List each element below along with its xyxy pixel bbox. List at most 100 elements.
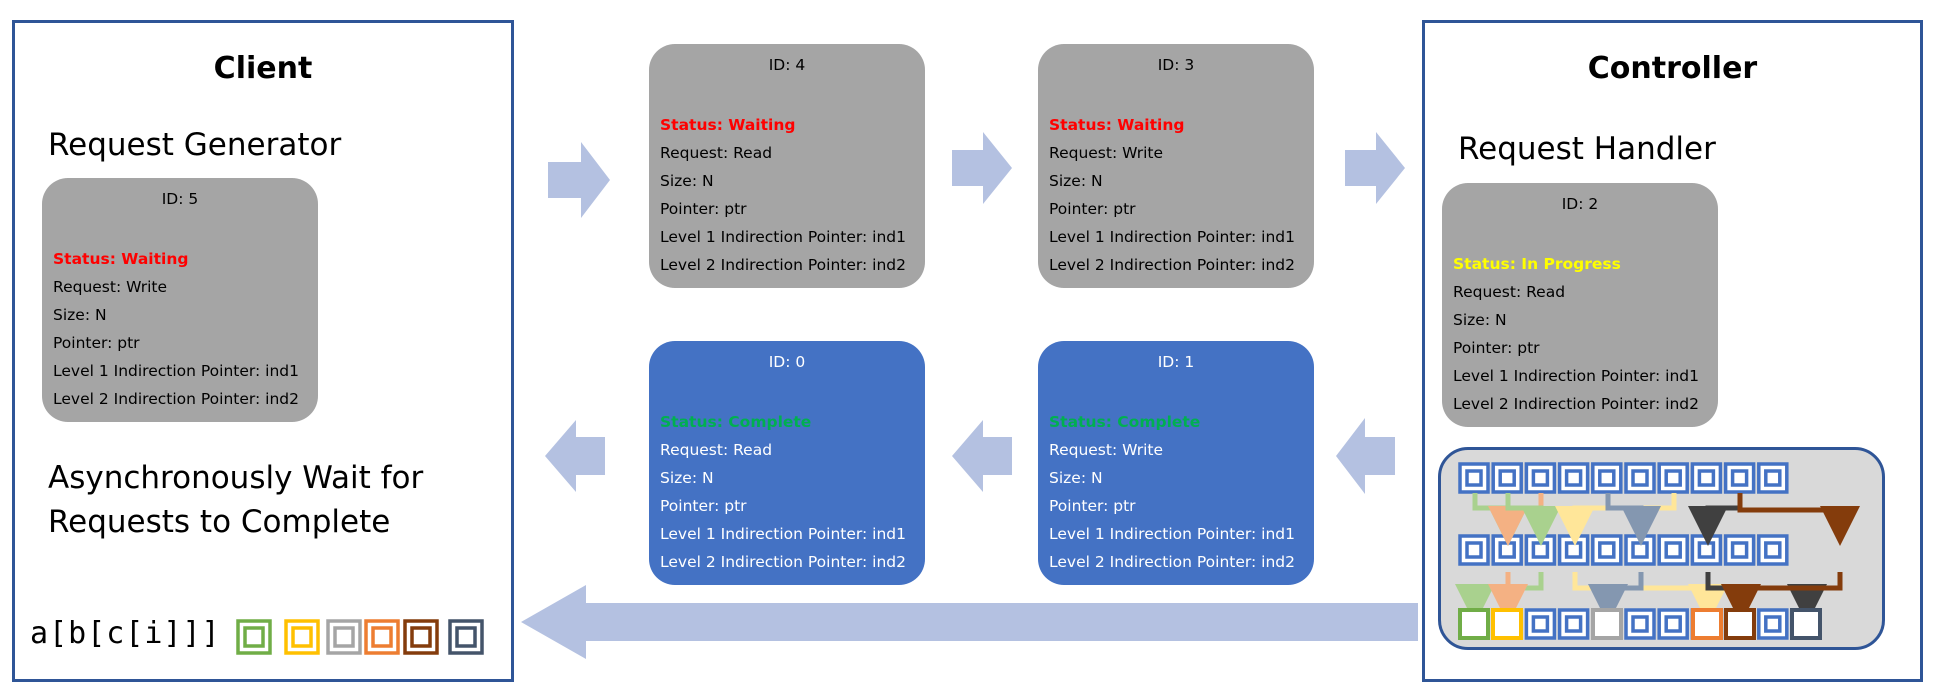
memory-cell-inner [1664,615,1682,633]
request-id: ID: 0 [768,353,806,371]
request-status: Status: Waiting [1049,116,1185,134]
memory-cell-inner [1730,469,1749,487]
request-id: ID: 2 [1561,195,1599,213]
memory-cell-inner [1697,541,1716,559]
request-level2-pointer: Level 2 Indirection Pointer: ind2 [1049,256,1295,274]
request-id: ID: 3 [1157,56,1195,74]
memory-cell [1557,608,1590,640]
pointer-box-slate [448,619,484,655]
pointer-box-gray [326,619,362,655]
arrow-left-3 [545,420,605,492]
request-pointer: Pointer: ptr [1049,497,1136,515]
request-level1-pointer: Level 1 Indirection Pointer: ind1 [1049,525,1295,543]
request-status: Status: Waiting [53,250,189,268]
arrow-right-3 [1345,132,1405,204]
link-green-1b [1505,493,1561,546]
memory-cell [1458,462,1490,494]
memory-cell-inner [1631,615,1649,633]
memory-cell-inner [1697,469,1716,487]
request-generator-label: Request Generator [48,127,342,163]
memory-cell-inner [1664,469,1682,487]
memory-cell-inner [1598,469,1616,487]
request-status: Status: Complete [660,413,812,431]
request-pointer: Pointer: ptr [1453,339,1540,357]
request-pointer: Pointer: ptr [53,334,140,352]
request-handler-label: Request Handler [1458,131,1716,167]
target-cell-slate [1790,608,1822,640]
request-level2-pointer: Level 2 Indirection Pointer: ind2 [1049,553,1295,571]
memory-cell-inner [1498,469,1516,487]
target-cell-gray [1591,608,1623,640]
request-level1-pointer: Level 1 Indirection Pointer: ind1 [660,228,906,246]
request-size: Size: N [1453,311,1507,329]
request-type: Request: Read [1453,283,1566,301]
memory-cell-inner [1531,469,1550,487]
link-dark-1 [1688,493,1743,546]
target-cell-brown [1724,608,1756,640]
memory-cell-inner [1498,541,1516,559]
memory-cell-inner [1631,541,1649,559]
link-gray-2 [1588,572,1644,624]
request-pointer: Pointer: ptr [1049,200,1136,218]
memory-cell [1524,462,1557,494]
request-card-1: ID: 1 Status: Complete Request: Write Si… [1038,341,1314,585]
request-id: ID: 4 [768,56,806,74]
request-level1-pointer: Level 1 Indirection Pointer: ind1 [53,362,299,380]
link-brown-2 [1721,572,1843,624]
memory-cell-inner [1564,541,1583,559]
request-card-3: ID: 3 Status: Waiting Request: Write Siz… [1038,44,1314,288]
request-status: Status: Complete [1049,413,1201,431]
request-level1-pointer: Level 1 Indirection Pointer: ind1 [1049,228,1295,246]
request-level2-pointer: Level 2 Indirection Pointer: ind2 [660,256,906,274]
request-id: ID: 5 [161,190,199,208]
target-cell-green [1458,608,1490,640]
async-wait-label-line2: Requests to Complete [48,504,391,540]
target-cell-orange [1691,608,1723,640]
request-id: ID: 1 [1157,353,1195,371]
memory-cell-inner [1465,469,1483,487]
arrow-return [521,585,1418,659]
request-status: Status: In Progress [1453,255,1621,273]
pointer-expression: a[b[c[i]]] [30,616,221,651]
client-title: Client [213,51,313,86]
request-size: Size: N [1049,469,1103,487]
controller-title: Controller [1587,51,1758,86]
request-size: Size: N [1049,172,1103,190]
request-size: Size: N [660,172,714,190]
request-type: Request: Write [1049,441,1164,459]
memory-cell-inner [1664,541,1682,559]
target-cell-yellow [1491,608,1523,640]
link-brown-1 [1737,493,1860,546]
request-card-2: ID: 2 Status: In Progress Request: Read … [1442,183,1718,427]
request-size: Size: N [53,306,107,324]
pointer-box-green [236,619,272,655]
request-pointer: Pointer: ptr [660,497,747,515]
pointer-box-orange [364,619,400,655]
memory-cell-inner [1564,469,1583,487]
memory-cell-inner [1531,541,1550,559]
request-level2-pointer: Level 2 Indirection Pointer: ind2 [1453,395,1699,413]
memory-cell [1591,462,1623,494]
arrow-right-1 [548,142,610,218]
arrow-left-1 [1336,418,1395,494]
request-card-4: ID: 4 Status: Waiting Request: Read Size… [649,44,925,288]
request-card-5: ID: 5 Status: Waiting Request: Write Siz… [42,178,318,422]
request-level1-pointer: Level 1 Indirection Pointer: ind1 [1453,367,1699,385]
request-level2-pointer: Level 2 Indirection Pointer: ind2 [660,553,906,571]
pointer-box-brown [403,619,439,655]
link-gray-1 [1605,493,1661,546]
request-type: Request: Write [1049,144,1164,162]
memory-cell-inner [1531,615,1550,633]
request-type: Request: Read [660,144,773,162]
request-type: Request: Write [53,278,168,296]
request-level2-pointer: Level 2 Indirection Pointer: ind2 [53,390,299,408]
memory-cell-inner [1764,615,1782,633]
memory-cell-inner [1764,469,1782,487]
request-level1-pointer: Level 1 Indirection Pointer: ind1 [660,525,906,543]
link-green-1 [1472,493,1528,546]
memory-cell-inner [1598,541,1616,559]
request-size: Size: N [660,469,714,487]
